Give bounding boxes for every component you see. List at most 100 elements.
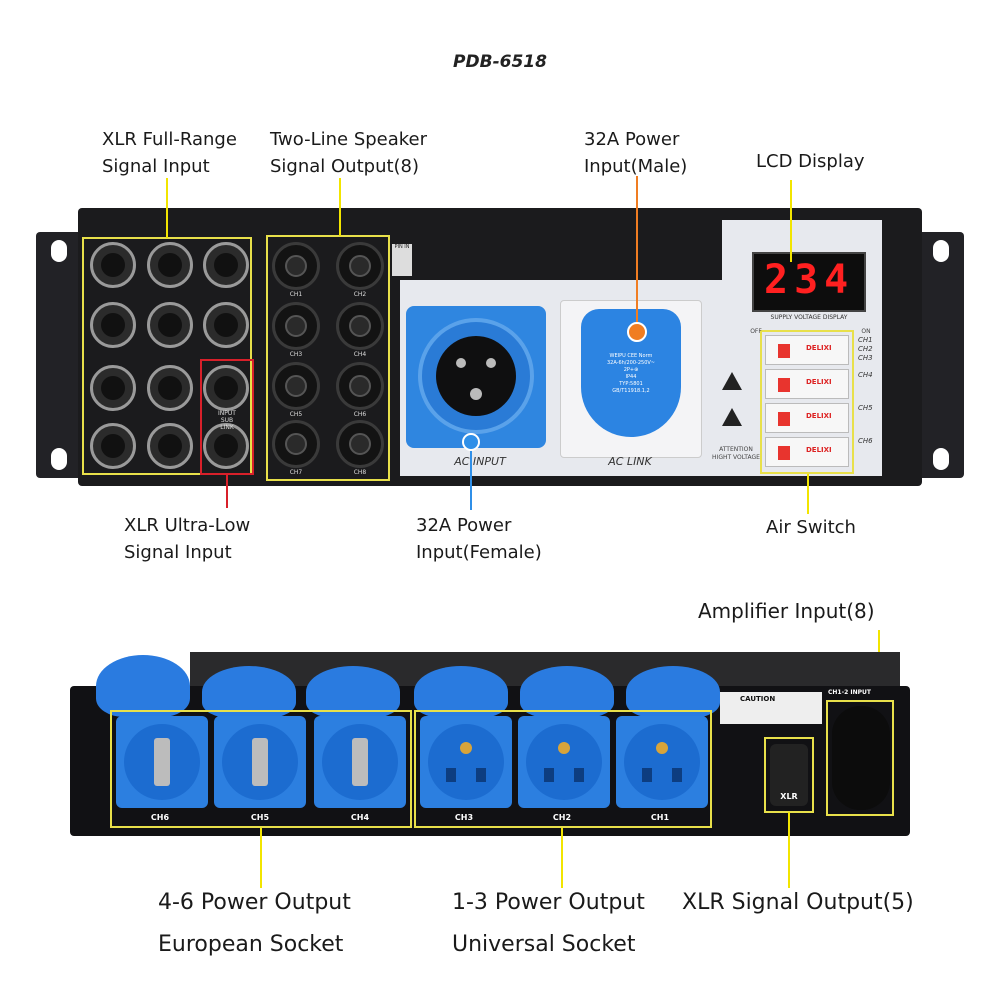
breaker-ch6[interactable]	[765, 437, 849, 467]
xlr-output-leader	[788, 812, 790, 888]
eu-socket-ch5[interactable]	[214, 716, 306, 808]
breaker-brand: DELIXI	[806, 344, 832, 352]
xlr-ultra-low-leader	[226, 474, 228, 508]
eu-socket-ch6[interactable]	[116, 716, 208, 808]
warning-icon	[722, 372, 742, 390]
cee-rating: 32A-6h/200-250V~	[606, 360, 655, 366]
uni-socket-ch3[interactable]	[420, 716, 512, 808]
speaker-channel-label: CH7	[289, 469, 303, 476]
socket-cap	[96, 655, 190, 717]
ac-link-connector: WEIPU CEE Norm 32A-6h/200-250V~ 2P+⊕ IP4…	[560, 300, 702, 458]
socket-cap	[414, 666, 508, 718]
speakon-jack	[272, 420, 320, 468]
ac-link-label: AC LINK	[608, 455, 652, 468]
xlr-sub-jack-female	[203, 365, 249, 411]
uni-socket-highlight	[414, 710, 712, 828]
breaker-channel-labels: CH1 CH2 CH3 CH4 CH5 CH6	[858, 336, 873, 445]
speakon-jack	[272, 362, 320, 410]
speaker-channel-label: CH2	[353, 291, 367, 298]
xlr-jack-female	[147, 242, 193, 288]
ac-input-label: AC INPUT	[454, 455, 506, 468]
socket-ch-label: CH3	[454, 813, 474, 822]
lcd-display-label: LCD Display	[756, 151, 865, 172]
lcd-caption: SUPPLY VOLTAGE DISPLAY	[770, 314, 848, 321]
uni-socket-ch2[interactable]	[518, 716, 610, 808]
caution-sticker: CAUTION	[720, 692, 822, 724]
power-female-leader	[470, 442, 472, 510]
breaker-brand: DELIXI	[806, 412, 832, 420]
xlr-jack-male	[203, 302, 249, 348]
amplifier-input-label: Amplifier Input(8)	[698, 599, 875, 623]
speaker-channel-label: CH6	[353, 411, 367, 418]
socket-cap	[626, 666, 720, 718]
speakon-jack	[336, 420, 384, 468]
speaker-channel-label: CH8	[353, 469, 367, 476]
xlr-output-label: XLR Signal Output(5)	[682, 890, 914, 915]
product-model-title: PDB-6518	[453, 52, 547, 72]
xlr-sub-jack-male	[203, 423, 249, 469]
xlr-jack-male	[90, 302, 136, 348]
socket-ch-label: CH1	[650, 813, 670, 822]
eu-socket-highlight	[110, 710, 412, 828]
xlr-jack-female	[90, 242, 136, 288]
front-right-rack-ear	[914, 232, 964, 478]
uni-socket-ch1[interactable]	[616, 716, 708, 808]
xlr-output-connector: XLR	[770, 744, 808, 806]
front-left-rack-ear	[36, 232, 86, 478]
breaker-brand: DELIXI	[806, 446, 832, 454]
breaker-off-label: OFF	[750, 328, 762, 335]
rack-hole-icon	[933, 448, 949, 470]
xlr-jack-male	[147, 423, 193, 469]
cee-pole: 2P+⊕	[623, 367, 639, 373]
breaker-ch1-3[interactable]	[765, 335, 849, 365]
xlr-jack-female	[90, 365, 136, 411]
breaker-ch5[interactable]	[765, 403, 849, 433]
speaker-output-leader	[339, 178, 341, 236]
xlr-full-range-highlight	[82, 237, 252, 475]
rack-hole-icon	[51, 448, 67, 470]
xlr-jack-male	[90, 423, 136, 469]
lcd-voltage-value: 234	[764, 257, 855, 303]
power-male-pointer-icon	[627, 322, 647, 342]
socket-ch-label: CH6	[150, 813, 170, 822]
xlr-jack-female	[203, 242, 249, 288]
cee-brand: WEIPU CEE Norm	[609, 353, 653, 359]
socket-cap	[306, 666, 400, 718]
eu-socket-ch4[interactable]	[314, 716, 406, 808]
speaker-channel-label: CH5	[289, 411, 303, 418]
breaker-on-label: ON	[861, 328, 871, 335]
breaker-brand: DELIXI	[806, 378, 832, 386]
air-switch-leader	[807, 474, 809, 514]
xlr-jack-female	[147, 365, 193, 411]
cee-standard: GB/T11918.1,2	[612, 388, 650, 394]
breaker-ch4[interactable]	[765, 369, 849, 399]
ac-input-connector	[406, 306, 546, 448]
rack-hole-icon	[51, 240, 67, 262]
amplifier-input-highlight	[826, 700, 894, 816]
cee-ip: IP44	[625, 374, 637, 380]
speaker-channel-label: CH4	[353, 351, 367, 358]
power-male-leader	[636, 176, 638, 326]
warning-icon	[722, 408, 742, 426]
socket-cap	[202, 666, 296, 718]
pinout-table: PIN IN	[392, 244, 412, 276]
speakon-jack	[272, 302, 320, 350]
rack-hole-icon	[933, 240, 949, 262]
xlr-full-range-leader	[166, 178, 168, 238]
amplifier-input-tag: CH1-2 INPUT	[828, 689, 871, 696]
socket-ch-label: CH4	[350, 813, 370, 822]
cee-type: TYP:5801	[619, 381, 643, 387]
eu-output-leader	[260, 828, 262, 888]
speakon-jack	[336, 242, 384, 290]
socket-ch-label: CH5	[250, 813, 270, 822]
uni-output-leader	[561, 828, 563, 888]
speaker-output-highlight	[266, 235, 390, 481]
